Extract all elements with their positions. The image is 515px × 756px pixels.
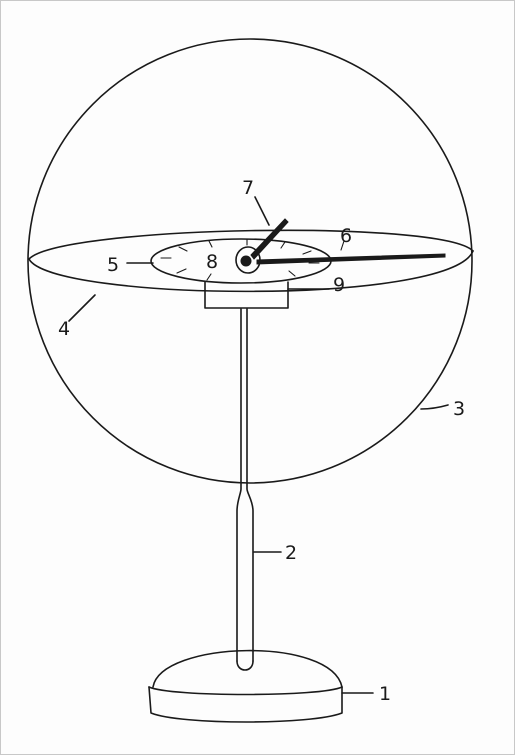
plane-4-leader (68, 294, 96, 322)
pointer-6-leader (340, 240, 345, 251)
base-rim (148, 686, 343, 696)
label-5: 5 (107, 254, 119, 276)
base-body (148, 686, 343, 723)
short-needle (250, 218, 289, 260)
label-2: 2 (285, 542, 297, 564)
label-8: 8 (206, 251, 218, 273)
label-3: 3 (453, 398, 465, 420)
needle-7-leader (254, 196, 270, 226)
label-6: 6 (340, 225, 352, 247)
label-4: 4 (58, 318, 70, 340)
pivot-housing (235, 246, 261, 274)
stem-bottom (236, 660, 254, 671)
support-stem (236, 308, 242, 662)
sphere-3-leader (420, 404, 449, 410)
support-stem-right (246, 308, 254, 662)
label-9: 9 (333, 274, 345, 296)
horizon-plane-front (28, 250, 474, 293)
base-top (152, 649, 343, 688)
horizon-plane-back (28, 229, 474, 260)
sphere-outline (27, 38, 473, 484)
mounting-block (204, 281, 289, 309)
pivot-hub (240, 255, 252, 267)
label-1: 1 (379, 683, 391, 705)
label-7: 7 (242, 177, 254, 199)
dial-ticks (160, 238, 320, 281)
long-pointer (256, 253, 446, 265)
